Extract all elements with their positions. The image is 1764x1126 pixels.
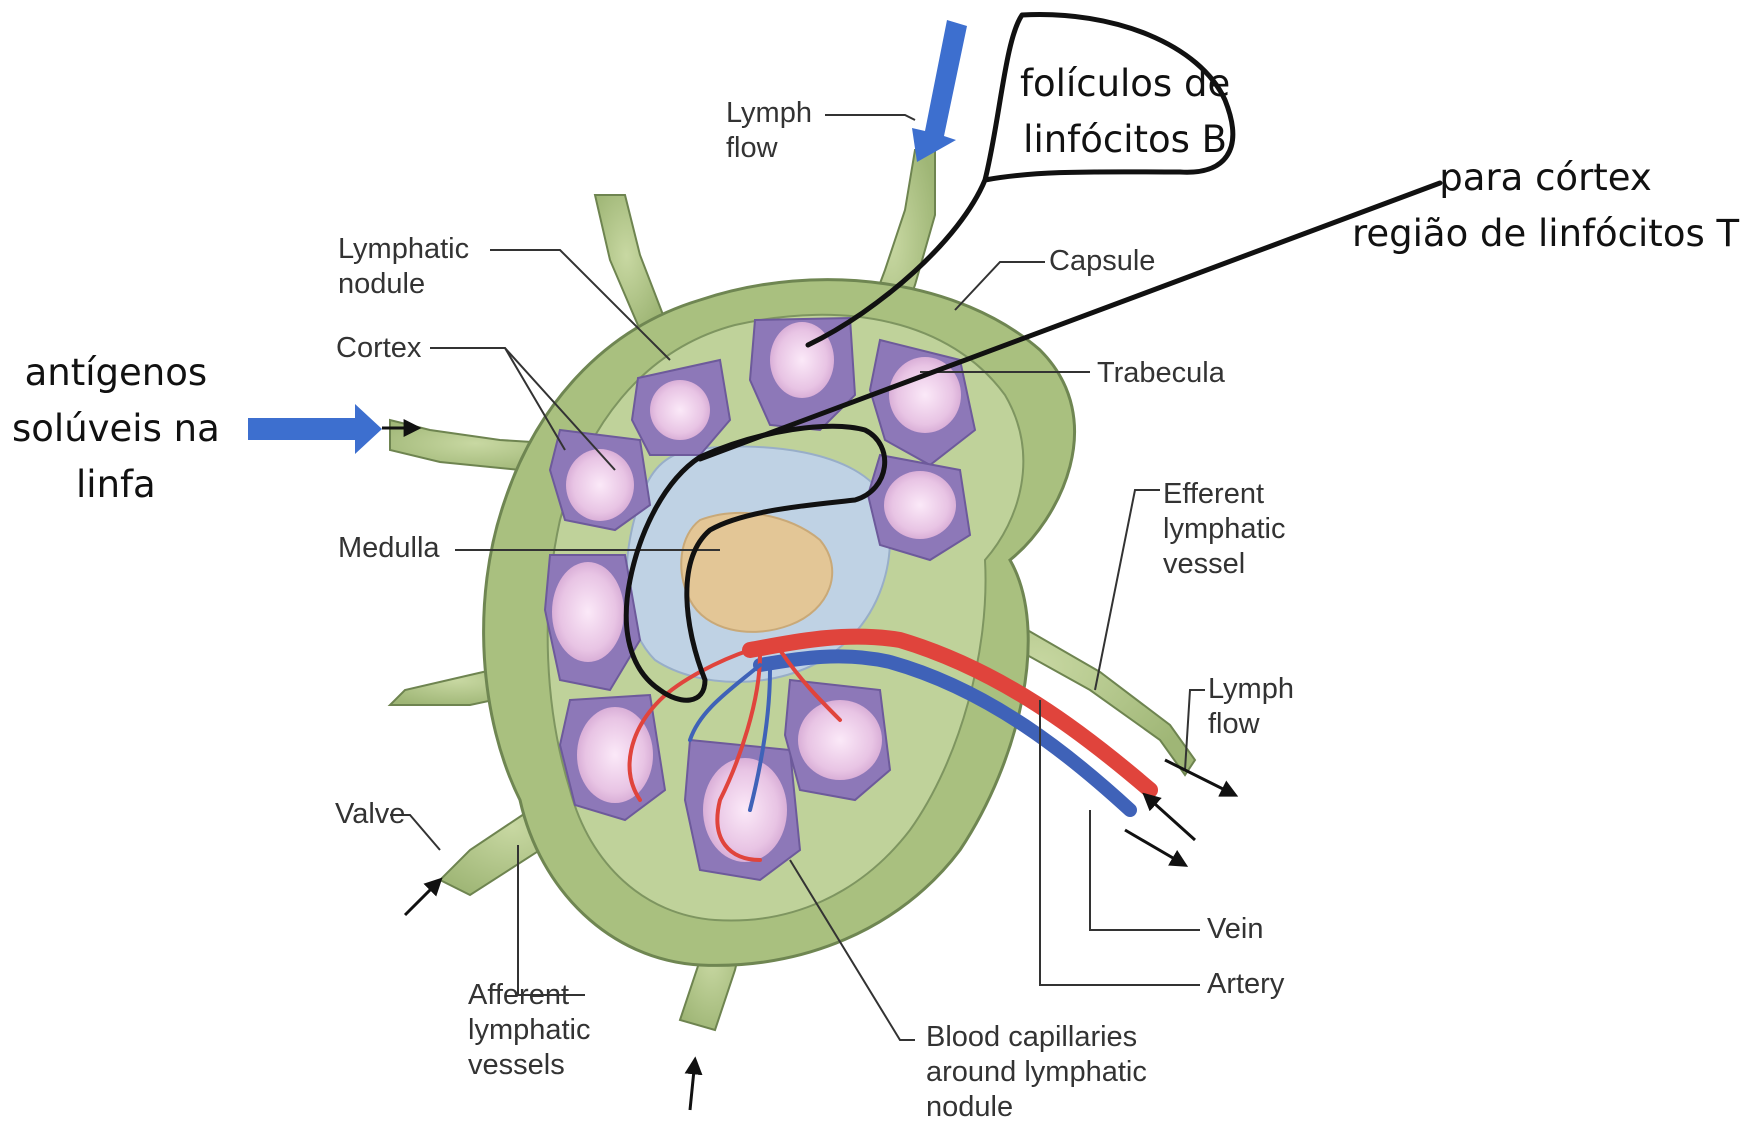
label-capsule: Capsule xyxy=(1049,244,1155,279)
blue-arrow-left-icon xyxy=(248,404,382,454)
label-trabecula: Trabecula xyxy=(1097,356,1225,391)
leader-capsule xyxy=(955,262,1045,310)
note-para-cortex: para córtex região de linfócitos T xyxy=(1352,150,1739,262)
label-afferent-lymphatic-vessels: Afferent lymphatic vessels xyxy=(468,978,591,1083)
label-artery: Artery xyxy=(1207,967,1284,1002)
leader-lymph-flow-top xyxy=(825,115,915,120)
label-vein: Vein xyxy=(1207,912,1263,947)
arrow-right-in xyxy=(1145,795,1195,840)
label-cortex: Cortex xyxy=(336,331,421,366)
label-lymph-flow-top: Lymph flow xyxy=(726,96,812,166)
note-foliculos-linfocitos-b: folículos de linfócitos B xyxy=(1020,56,1230,168)
label-lymph-flow-right: Lymph flow xyxy=(1208,672,1294,742)
label-valve: Valve xyxy=(335,797,405,832)
label-blood-capillaries: Blood capillaries around lymphatic nodul… xyxy=(926,1020,1147,1125)
blue-arrow-top-icon xyxy=(912,20,967,162)
arrow-bottom-in xyxy=(690,1060,695,1110)
arrow-right-out-1 xyxy=(1165,760,1235,795)
nodule-5 xyxy=(550,430,650,530)
label-medulla: Medulla xyxy=(338,531,440,566)
arrow-right-out-2 xyxy=(1125,830,1185,865)
note-antigenos-soluveis: antígenos solúveis na linfa xyxy=(12,345,220,513)
top-left-vessel xyxy=(595,195,665,330)
label-lymphatic-nodule: Lymphatic nodule xyxy=(338,232,469,302)
nodule-9 xyxy=(785,680,890,800)
label-efferent-lymphatic-vessel: Efferent lymphatic vessel xyxy=(1163,477,1286,582)
arrow-lower-left-in xyxy=(405,880,440,915)
leader-efferent xyxy=(1095,490,1160,690)
